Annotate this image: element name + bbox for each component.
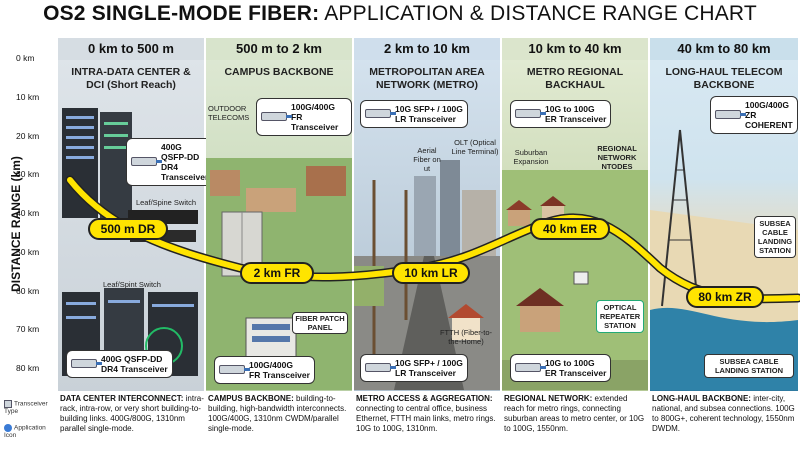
- landing-station-note: SUBSEA CABLE LANDING STATION: [704, 354, 794, 378]
- olt-note: OLT (Optical Line Terminal): [451, 138, 499, 156]
- panel-range: 10 km to 40 km: [502, 38, 648, 60]
- repeater-station-note: OPTICAL REPEATER STATION: [596, 300, 644, 333]
- panel-description: DATA CENTER INTERCONNECT: intra-rack, in…: [60, 394, 204, 433]
- panel-data-center: 0 km to 500 m INTRA-DATA CENTER & DCI (S…: [58, 38, 214, 391]
- panel-description: METRO ACCESS & AGGREGATION: connecting t…: [356, 394, 496, 433]
- y-tick-label: 40 km: [16, 208, 40, 218]
- panel-label: INTRA-DATA CENTER & DCI (Short Reach): [71, 66, 191, 91]
- aerial-fiber-note: Aerial Fiber on ut: [413, 146, 441, 173]
- outdoor-telecom-note: OUTDOOR TELECOMS: [208, 104, 250, 122]
- application-icon: [4, 424, 12, 432]
- distance-badge-dr: 500 m DR: [88, 218, 168, 240]
- switch-note: Leaf/Spint Switch: [103, 280, 161, 289]
- patch-panel-note: FIBER PATCH PANEL: [292, 312, 348, 334]
- y-tick-label: 20 km: [16, 130, 40, 141]
- panel-label: METRO REGIONAL BACKHAUL: [526, 66, 624, 91]
- page-title: OS2 SINGLE-MODE FIBER: APPLICATION & DIS…: [43, 2, 757, 25]
- panel-label: LONG-HAUL TELECOM BACKBONE: [665, 66, 783, 91]
- y-tick-label: 10 km: [16, 91, 40, 102]
- distance-badge-zr: 80 km ZR: [686, 286, 764, 308]
- y-tick-label: 80 km: [16, 363, 40, 373]
- panel-range: 500 m to 2 km: [206, 38, 352, 60]
- distance-badge-lr: 10 km LR: [392, 262, 470, 284]
- panel-campus: 500 m to 2 km CAMPUS BACKBONE OUTDOOR TE…: [206, 38, 352, 391]
- legend-item: Transceiver Type: [4, 400, 48, 415]
- panel-metro: 2 km to 10 km METROPOLITAN AREA NETWORK …: [354, 38, 500, 391]
- ftth-note: FTTH (Fiber-to-the-Home): [439, 328, 493, 346]
- y-tick-label: 60 km: [16, 285, 40, 296]
- transceiver-icon: [71, 359, 102, 368]
- y-tick-label: 30 km: [16, 169, 40, 180]
- y-axis-ticks: 0 km 10 km 20 km 30 km 40 km 50 km 60 km 70 km 8…: [16, 53, 56, 373]
- transceiver-icon: [715, 110, 746, 119]
- panel-label: METROPOLITAN AREA NETWORK (METRO): [369, 66, 485, 91]
- transceiver-icon: [261, 112, 292, 121]
- switch-note: Leaf/Spine Switch: [135, 198, 197, 207]
- y-tick-label: 0 km: [16, 53, 35, 63]
- y-tick-label: 70 km: [16, 324, 40, 335]
- distance-badge-fr: 2 km FR: [240, 262, 314, 284]
- transceiver-icon: [515, 363, 546, 372]
- transceiver-icon: [131, 157, 162, 166]
- panel-description: REGIONAL NETWORK: extended reach for met…: [504, 394, 645, 433]
- panel-description: LONG-HAUL BACKBONE: inter-city, national…: [652, 394, 795, 433]
- panel-range: 0 km to 500 m: [58, 38, 204, 60]
- y-tick-label: 50 km: [16, 246, 40, 257]
- regional-nodes-note: REGIONAL NETWORK NTODES: [597, 144, 637, 171]
- transceiver-icon: [219, 365, 250, 374]
- panel-range: 40 km to 80 km: [650, 38, 798, 60]
- panel-long-haul: 40 km to 80 km LONG-HAUL TELECOM BACKBON…: [650, 38, 798, 391]
- transceiver-icon: [515, 109, 546, 118]
- landing-station-note: SUBSEA CABLE LANDING STATION: [754, 216, 796, 258]
- panel-description: CAMPUS BACKBONE: building-to-building, h…: [208, 394, 347, 433]
- transceiver-icon: [365, 363, 396, 372]
- panel-range: 2 km to 10 km: [354, 38, 500, 60]
- transceiver-icon: [4, 400, 12, 408]
- suburban-note: Suburban Expansion: [513, 148, 549, 166]
- panel-regional: 10 km to 40 km METRO REGIONAL BACKHAUL 1…: [502, 38, 648, 391]
- distance-badge-er: 40 km ER: [530, 218, 610, 240]
- panel-label: CAMPUS BACKBONE: [224, 66, 334, 78]
- legend-item: Application Icon: [4, 424, 46, 439]
- transceiver-icon: [365, 109, 396, 118]
